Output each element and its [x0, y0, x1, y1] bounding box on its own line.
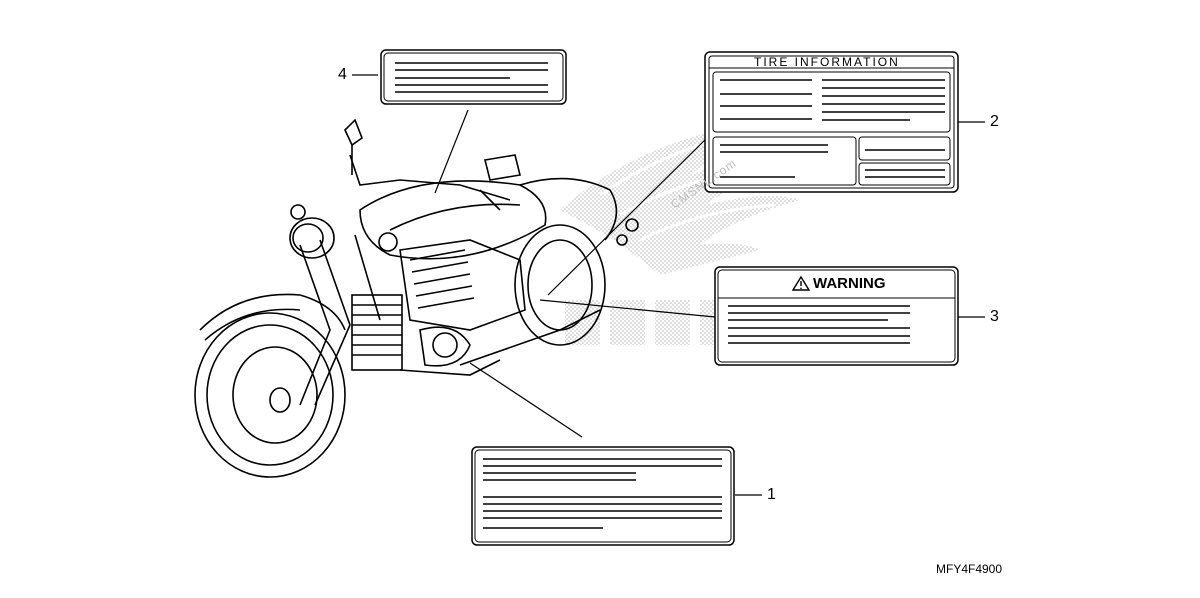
warning-title: WARNING [813, 275, 886, 292]
leader-line-3 [539, 299, 716, 318]
callout-number-3: 3 [990, 308, 999, 325]
label-1-plate [471, 446, 735, 546]
label-2-tire-information [704, 51, 959, 193]
motorcycle-illustration [194, 118, 639, 478]
label-3-warning [714, 266, 959, 366]
callout-number-1: 1 [767, 486, 776, 503]
part-code: MFY4F4900 [936, 562, 1003, 576]
leader-line-2 [547, 129, 716, 296]
warning-triangle-icon [791, 275, 811, 291]
tire-information-title: TIRE INFORMATION [754, 55, 900, 69]
label-4-plate [380, 49, 567, 105]
leader-line-1 [469, 362, 583, 438]
callout-number-4: 4 [338, 66, 347, 83]
leader-line-4 [434, 109, 469, 194]
leader-lines [352, 74, 985, 496]
callout-number-2: 2 [990, 113, 999, 130]
